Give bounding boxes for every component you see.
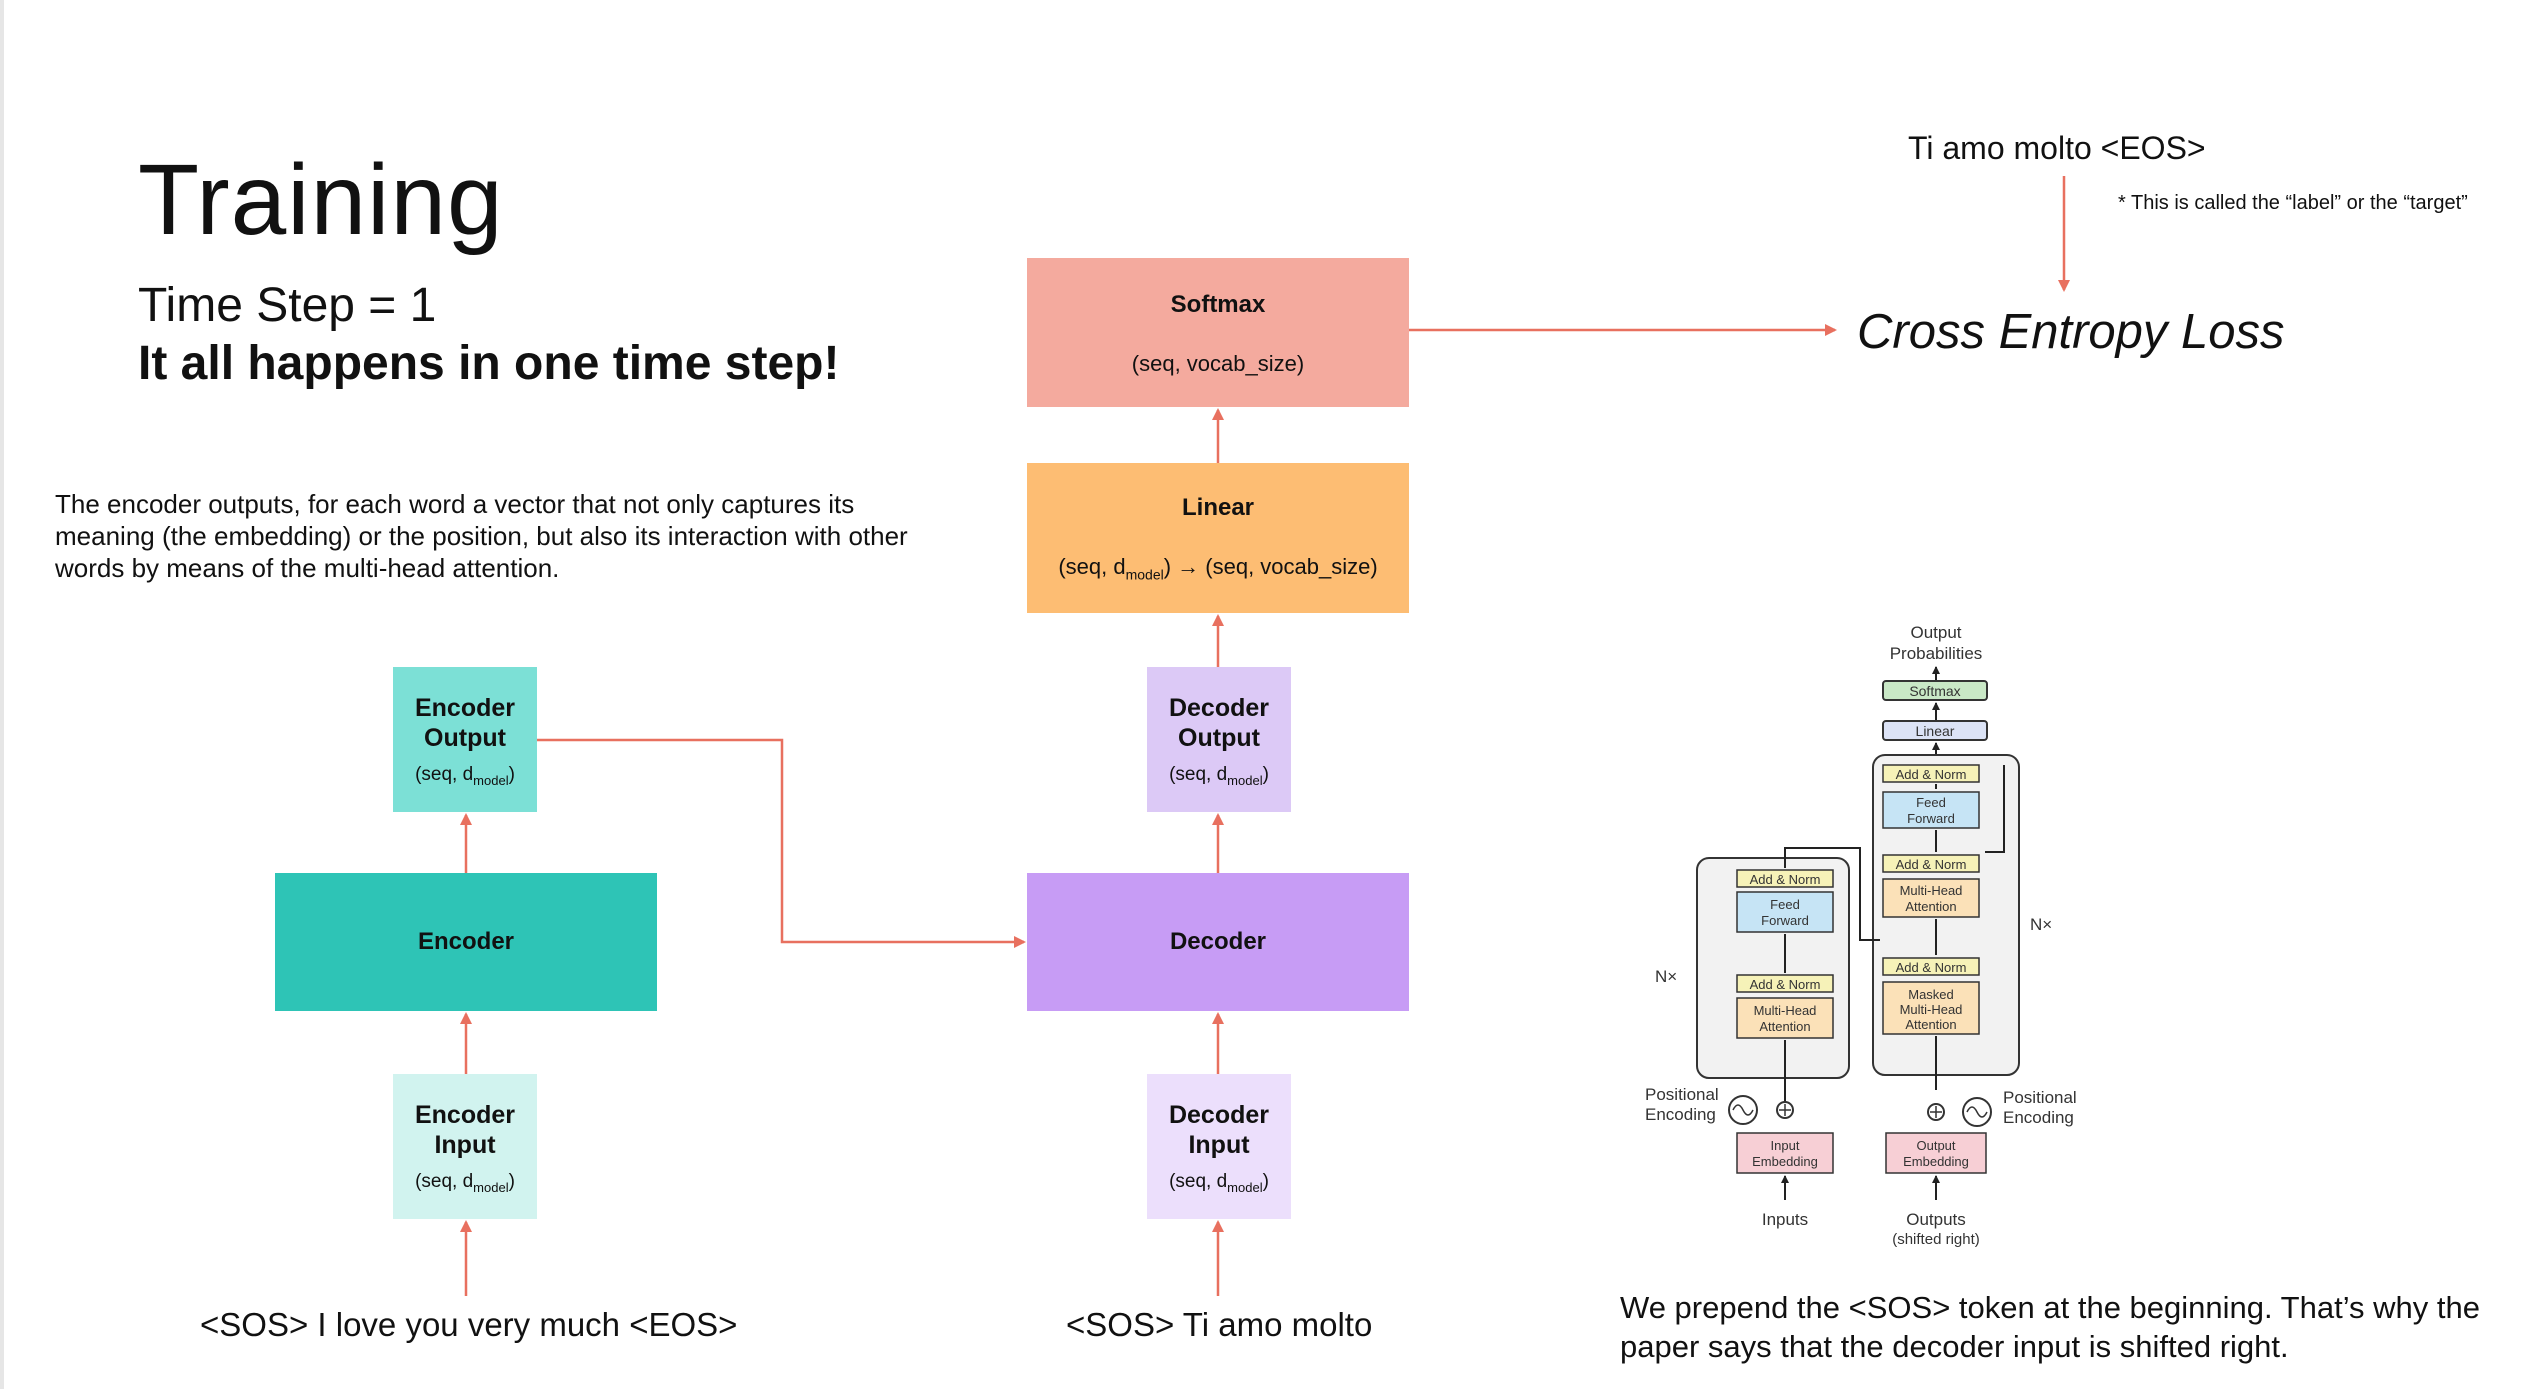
fig-dec-addnorm-1-label: Add & Norm [1896,960,1967,975]
encoder-input-dims: (seq, dmodel) [415,1170,515,1195]
fig-input-embedding-line2: Embedding [1752,1154,1818,1169]
fig-positional-encoding-right-1: Positional [2003,1088,2077,1107]
encoder-explanation: The encoder outputs, for each word a vec… [55,489,908,583]
fig-output-embedding-line1: Output [1916,1138,1955,1153]
fig-enc-multihead-line2: Attention [1759,1019,1810,1034]
fig-encoder-stack [1696,857,1850,1079]
slide-subtitle: It all happens in one time step! [138,337,840,390]
cross-entropy-loss-label: Cross Entropy Loss [1857,305,2285,359]
linear-box: Linear (seq, dmodel) → (seq, vocab_size) [1027,463,1409,613]
fig-linear-label: Linear [1916,723,1955,739]
fig-linear [1882,720,1988,741]
decoder-output-box: Decoder Output (seq, dmodel) [1147,667,1291,812]
decoder-box: Decoder [1027,873,1409,1011]
linear-dims: (seq, dmodel) → (seq, vocab_size) [1058,554,1378,583]
encoder-output-label: Encoder Output [414,693,516,752]
fig-enc-addnorm-1-label: Add & Norm [1750,977,1821,992]
fig-input-embedding [1736,1132,1834,1174]
transformer-architecture-figure: Output Probabilities Softmax Linear Add … [1645,623,2077,1248]
fig-output-embedding-line2: Embedding [1903,1154,1969,1169]
fig-positional-encoding-left-1: Positional [1645,1085,1719,1104]
fig-dec-feedforward [1882,791,1980,829]
fig-softmax-label: Softmax [1909,683,1960,699]
linear-label: Linear [1181,494,1255,522]
fig-dec-masked-line2: Multi-Head [1900,1002,1963,1017]
fig-enc-addnorm-2 [1736,869,1834,888]
decoder-output-dims: (seq, dmodel) [1169,763,1269,788]
fig-enc-multihead [1736,997,1834,1039]
fig-enc-feedforward [1736,891,1834,933]
target-footnote: * This is called the “label” or the “tar… [2118,192,2468,214]
fig-positional-encoding-left-2: Encoding [1645,1105,1716,1124]
fig-positional-encoding-right-2: Encoding [2003,1108,2074,1127]
fig-enc-feedforward-line1: Feed [1770,897,1800,912]
target-sequence-text: Ti amo molto <EOS> [1908,130,2206,166]
fig-dec-masked-multihead [1882,981,1980,1035]
shifted-right-note: We prepend the <SOS> token at the beginn… [1620,1290,2480,1364]
slide-title: Training [138,144,504,256]
fig-enc-feedforward-line2: Forward [1761,913,1809,928]
left-edge-divider [0,0,4,1389]
encoder-output-box: Encoder Output (seq, dmodel) [393,667,537,812]
fig-shifted-right: (shifted right) [1892,1231,1980,1248]
fig-dec-nx: N× [2030,915,2052,934]
fig-dec-masked-line3: Attention [1905,1017,1956,1032]
encoder-sequence-text: <SOS> I love you very much <EOS> [200,1306,738,1343]
fig-enc-addnorm-1 [1736,974,1834,993]
fig-enc-nx: N× [1655,967,1677,986]
encoder-input-label: Encoder Input [414,1100,516,1159]
fig-dec-feedforward-line2: Forward [1907,811,1955,826]
fig-enc-addnorm-2-label: Add & Norm [1750,872,1821,887]
softmax-label: Softmax [1170,290,1266,318]
fig-output-probabilities: Output [1910,623,1961,642]
decoder-input-dims: (seq, dmodel) [1169,1170,1269,1195]
fig-dec-multihead [1882,878,1980,918]
fig-inputs: Inputs [1762,1210,1808,1229]
fig-input-embedding-line1: Input [1771,1138,1800,1153]
fig-dec-addnorm-2 [1882,854,1980,873]
encoder-box: Encoder [275,873,657,1011]
fig-dec-masked-line1: Masked [1908,987,1954,1002]
decoder-input-label: Decoder Input [1168,1100,1270,1159]
decoder-label: Decoder [1169,928,1267,955]
fig-outputs: Outputs [1906,1210,1966,1229]
decoder-output-label: Decoder Output [1168,693,1270,752]
fig-dec-addnorm-3-label: Add & Norm [1896,767,1967,782]
fig-output-embedding [1885,1132,1987,1174]
fig-dec-feedforward-line1: Feed [1916,795,1946,810]
fig-softmax [1882,680,1988,701]
softmax-dims: (seq, vocab_size) [1131,350,1305,376]
fig-dec-addnorm-2-label: Add & Norm [1896,857,1967,872]
time-step-label: Time Step = 1 [138,279,437,332]
fig-dec-multihead-line2: Attention [1905,899,1956,914]
decoder-input-box: Decoder Input (seq, dmodel) [1147,1074,1291,1219]
fig-dec-addnorm-3 [1882,764,1980,783]
arrow-encoder-output-to-decoder [537,738,1026,948]
fig-dec-multihead-line1: Multi-Head [1900,883,1963,898]
encoder-input-box: Encoder Input (seq, dmodel) [393,1074,537,1219]
encoder-output-dims: (seq, dmodel) [415,763,515,788]
fig-dec-addnorm-1 [1882,957,1980,976]
decoder-sequence-text: <SOS> Ti amo molto [1066,1306,1373,1343]
fig-enc-multihead-line1: Multi-Head [1754,1003,1817,1018]
fig-output-probabilities-line2: Probabilities [1890,644,1983,663]
softmax-box: Softmax (seq, vocab_size) [1027,258,1409,407]
encoder-label: Encoder [417,928,515,955]
